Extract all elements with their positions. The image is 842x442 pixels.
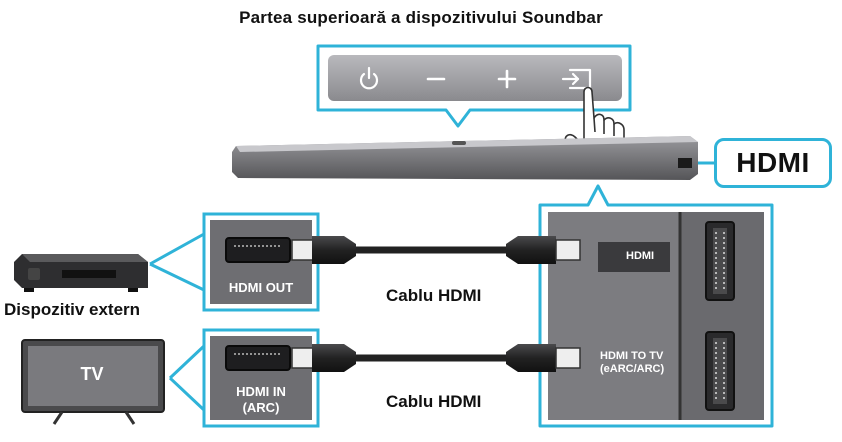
cable-label-2: Cablu HDMI xyxy=(386,392,482,411)
hdmi-cable-1 xyxy=(291,236,581,264)
port-label-arc: (ARC) xyxy=(242,400,280,415)
external-device-icon xyxy=(14,254,148,292)
hdmi-port-soundbar-2 xyxy=(705,331,735,411)
port-label-hdmi-out: HDMI OUT xyxy=(228,280,294,295)
panel-label-earc: (eARC/ARC) xyxy=(600,363,665,375)
back-panel-callout xyxy=(538,184,774,428)
source-icon xyxy=(561,68,592,90)
tv-label: TV xyxy=(80,364,104,384)
hdmi-cable-2 xyxy=(291,344,581,372)
hdmi-badge: HDMI xyxy=(714,138,832,188)
hdmi-port-soundbar-1 xyxy=(705,221,735,301)
port-box-hdmi-out xyxy=(202,212,320,312)
callout-lines xyxy=(149,232,206,412)
panel-label-hdmi: HDMI xyxy=(626,250,655,262)
top-panel-callout xyxy=(316,44,632,128)
cable-label-1: Cablu HDMI xyxy=(386,286,482,305)
panel-label-hdmi-to-tv: HDMI TO TV xyxy=(600,350,664,362)
page-title: Partea superioară a dispozitivului Sound… xyxy=(239,8,603,27)
plus-icon xyxy=(497,69,517,89)
port-label-hdmi-in: HDMI IN xyxy=(236,384,286,399)
tv-icon xyxy=(21,339,165,425)
external-device-label: Dispozitiv extern xyxy=(4,300,141,319)
soundbar xyxy=(232,136,698,180)
power-icon xyxy=(359,66,379,90)
